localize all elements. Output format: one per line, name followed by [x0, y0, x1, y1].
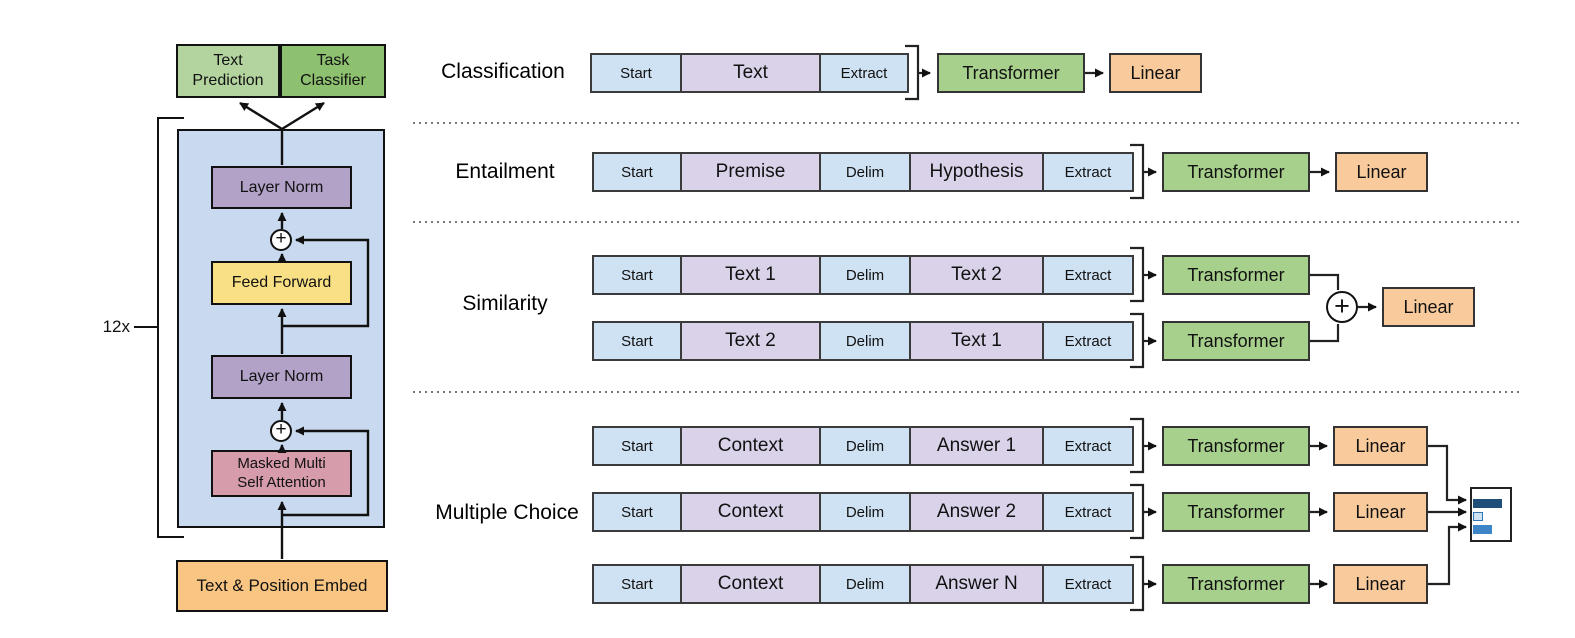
entailment-label: Entailment [455, 160, 555, 183]
residual-add-top-node: + [270, 228, 292, 251]
token-text1: Text 1 [909, 323, 1042, 359]
token-start: Start [594, 494, 680, 530]
token-context: Context [680, 494, 819, 530]
token-text2: Text 2 [680, 323, 819, 359]
token-extract: Extract [1042, 494, 1132, 530]
token-hypothesis: Hypothesis [909, 154, 1042, 190]
score-bar-2 [1473, 512, 1483, 521]
token-extract: Extract [1042, 428, 1132, 464]
multiple-choice-transformer-box-3: Transformer [1162, 564, 1310, 604]
token-delim: Delim [819, 154, 909, 190]
token-premise: Premise [680, 154, 819, 190]
token-start: Start [592, 55, 680, 91]
entailment-linear-box: Linear [1335, 152, 1428, 192]
similarity-linear-box: Linear [1382, 287, 1475, 327]
multiple-choice-linear-box-2: Linear [1333, 492, 1428, 532]
layer-norm-top-box: Layer Norm [211, 166, 352, 209]
masked-self-attention-box: Masked Multi Self Attention [211, 450, 352, 497]
similarity-token-strip-2: Start Text 2 Delim Text 1 Extract [592, 321, 1134, 361]
token-extract: Extract [1042, 566, 1132, 602]
score-bar-3 [1473, 525, 1492, 534]
classification-transformer-box: Transformer [937, 53, 1085, 93]
token-start: Start [594, 428, 680, 464]
multiple-choice-token-strip-2: Start Context Delim Answer 2 Extract [592, 492, 1134, 532]
feed-forward-box: Feed Forward [211, 261, 352, 305]
similarity-token-strip-1: Start Text 1 Delim Text 2 Extract [592, 255, 1134, 295]
token-delim: Delim [819, 323, 909, 359]
token-context: Context [680, 566, 819, 602]
classification-linear-box: Linear [1109, 53, 1202, 93]
repeat-12x-label: 12x [102, 317, 130, 336]
multiple-choice-label: Multiple Choice [435, 501, 579, 524]
multiple-choice-transformer-box-1: Transformer [1162, 426, 1310, 466]
classification-label: Classification [441, 60, 565, 83]
token-start: Start [594, 257, 680, 293]
task-classifier-head: Task Classifier [280, 44, 386, 98]
token-delim: Delim [819, 566, 909, 602]
token-delim: Delim [819, 494, 909, 530]
similarity-transformer-box-2: Transformer [1162, 321, 1310, 361]
similarity-label: Similarity [462, 292, 548, 315]
token-delim: Delim [819, 428, 909, 464]
token-extract: Extract [1042, 154, 1132, 190]
token-text1: Text 1 [680, 257, 819, 293]
multiple-choice-token-strip-1: Start Context Delim Answer 1 Extract [592, 426, 1134, 466]
multiple-choice-transformer-box-2: Transformer [1162, 492, 1310, 532]
similarity-add-node: + [1326, 291, 1358, 323]
token-context: Context [680, 428, 819, 464]
multiple-choice-token-strip-3: Start Context Delim Answer N Extract [592, 564, 1134, 604]
text-position-embed-box: Text & Position Embed [176, 560, 388, 612]
token-text: Text [680, 55, 819, 91]
token-start: Start [594, 566, 680, 602]
layer-norm-bottom-box: Layer Norm [211, 355, 352, 399]
token-answer2: Answer 2 [909, 494, 1042, 530]
token-extract: Extract [1042, 323, 1132, 359]
classification-token-strip: Start Text Extract [590, 53, 909, 93]
multiple-choice-linear-box-3: Linear [1333, 564, 1428, 604]
token-extract: Extract [819, 55, 907, 91]
answer-score-chart [1470, 487, 1512, 542]
token-start: Start [594, 154, 680, 190]
residual-add-bottom-node: + [270, 419, 292, 442]
score-bar-1 [1473, 499, 1502, 508]
token-delim: Delim [819, 257, 909, 293]
token-answerN: Answer N [909, 566, 1042, 602]
token-extract: Extract [1042, 257, 1132, 293]
multiple-choice-linear-box-1: Linear [1333, 426, 1428, 466]
text-prediction-head: Text Prediction [176, 44, 280, 98]
entailment-token-strip: Start Premise Delim Hypothesis Extract [592, 152, 1134, 192]
token-start: Start [594, 323, 680, 359]
entailment-transformer-box: Transformer [1162, 152, 1310, 192]
token-text2: Text 2 [909, 257, 1042, 293]
similarity-transformer-box-1: Transformer [1162, 255, 1310, 295]
token-answer1: Answer 1 [909, 428, 1042, 464]
